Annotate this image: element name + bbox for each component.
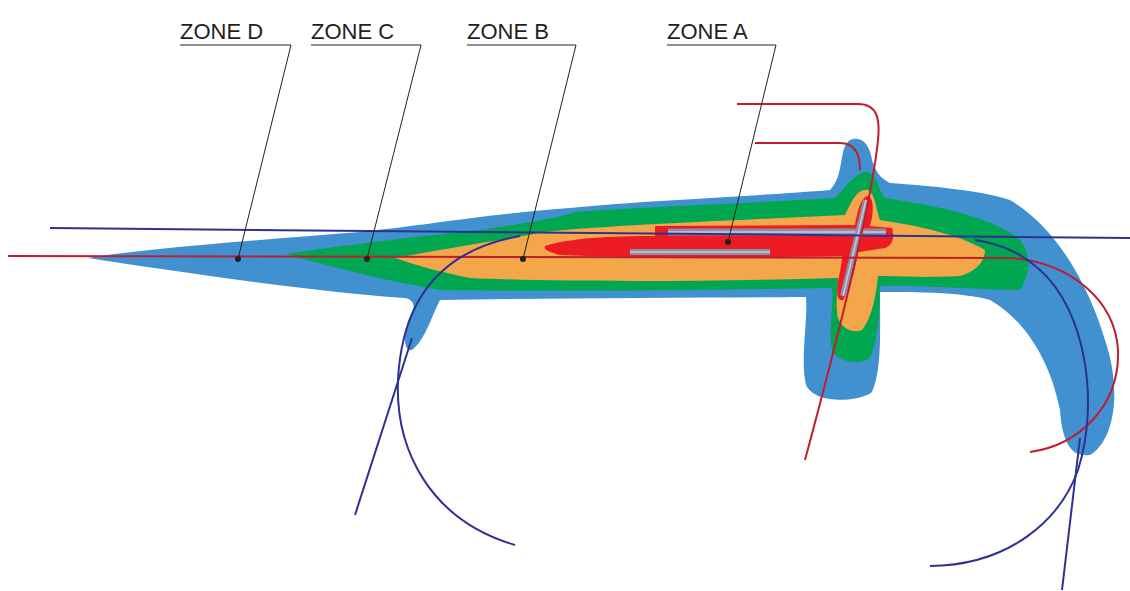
runway xyxy=(630,200,886,296)
zone-b-area xyxy=(395,190,985,331)
zone-label: ZONE C xyxy=(311,21,394,43)
leader-dot xyxy=(235,239,731,262)
zone-label: ZONE B xyxy=(467,21,549,43)
zone-d-area xyxy=(88,139,1114,456)
flight-path xyxy=(8,104,1130,590)
zone-label: ZONE A xyxy=(667,21,748,43)
zone-c-area xyxy=(285,172,1028,362)
zone-label: ZONE D xyxy=(180,21,263,43)
leader-line xyxy=(180,45,776,259)
zone-a-area xyxy=(545,196,894,300)
